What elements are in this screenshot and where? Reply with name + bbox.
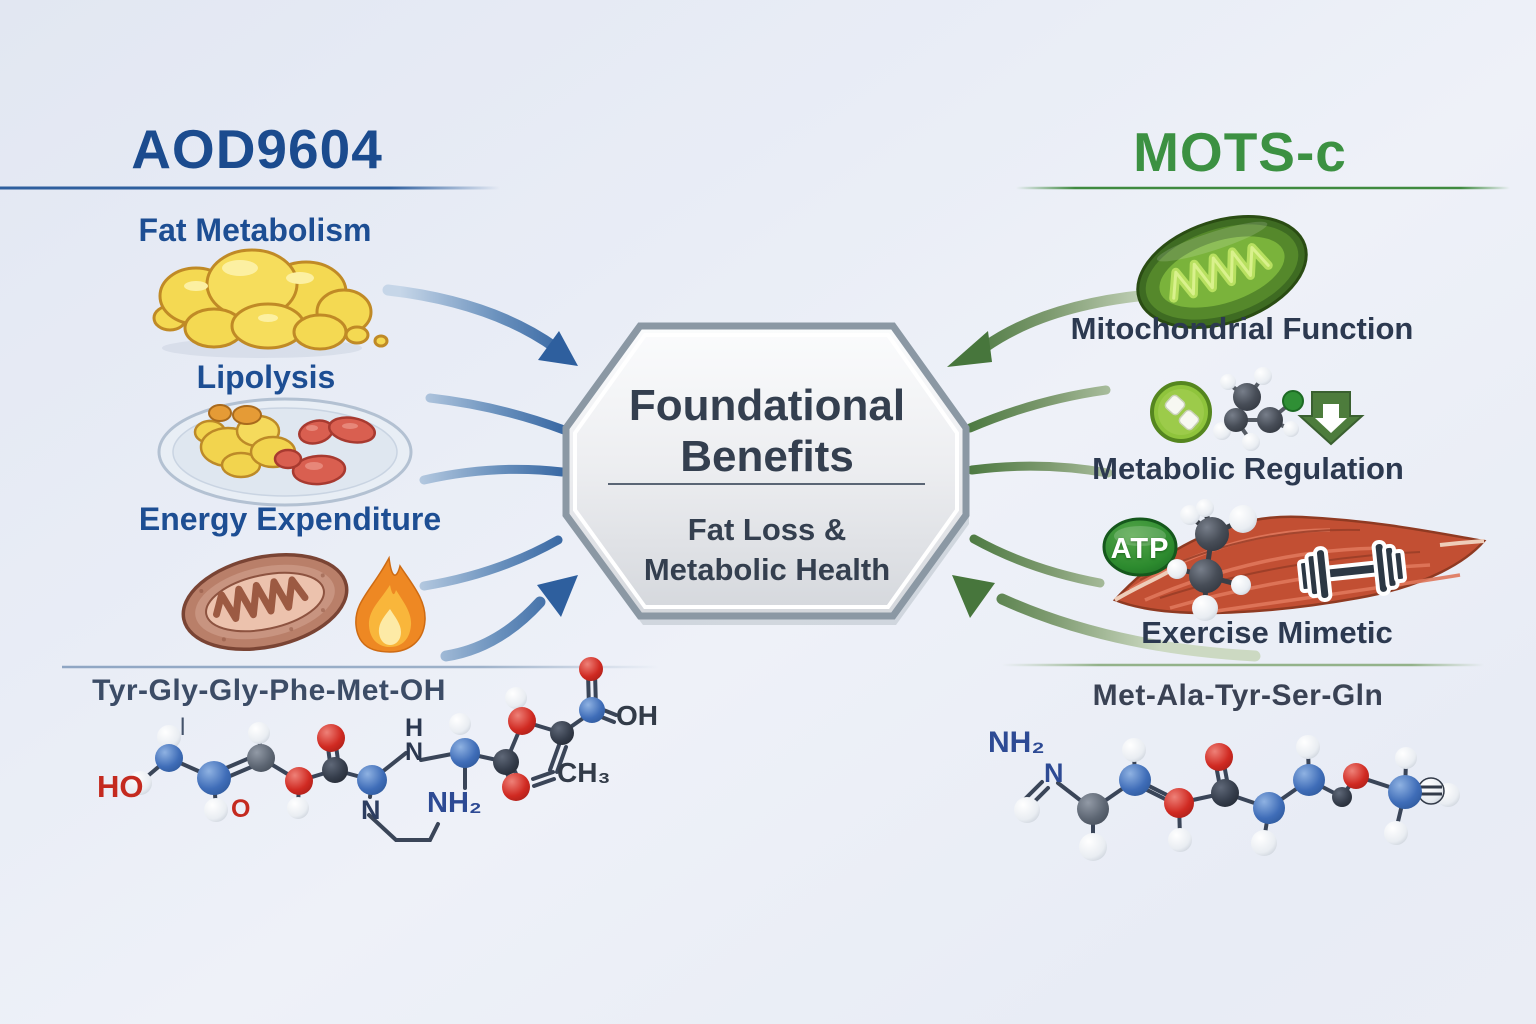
sugar-circle-icon [1150,381,1212,443]
benefit-mitochondrial-function: Mitochondrial Function [1070,311,1414,346]
chem-label-right-nh2: NH₂ [988,726,1045,759]
chem-label-stray: l [180,714,186,741]
benefit-fat-metabolism: Fat Metabolism [138,212,372,248]
glucose-molecule-icon [1213,367,1304,451]
benefit-lipolysis: Lipolysis [196,359,336,395]
left-panel-title: AOD9604 [131,118,383,180]
mots-c-molecule [1014,735,1460,861]
chem-label-oh: OH [616,700,658,731]
down-arrow-icon [1297,391,1365,446]
atp-badge-label: ATP [1110,533,1170,565]
center-subtitle-line2: Metabolic Health [643,552,891,588]
center-title-line2: Benefits [680,432,854,482]
lipolysis-plate-icon [157,397,413,507]
benefit-exercise-mimetic: Exercise Mimetic [1141,615,1393,650]
chem-label-n-lower: N [361,795,381,825]
chem-label-h-upper: H [405,714,424,742]
chem-label-nh2: NH₂ [427,787,482,819]
flame-icon [355,555,426,653]
left-peptide-sequence: Tyr-Gly-Gly-Phe-Met-OH [92,674,446,707]
benefit-energy-expenditure: Energy Expenditure [138,501,442,537]
atp-badge [1102,517,1178,577]
central-benefits-text: Foundational Benefits [566,380,968,482]
benefit-metabolic-regulation: Metabolic Regulation [1092,451,1404,486]
chem-label-ho: HO [97,769,144,804]
center-title-line1: Foundational [628,381,906,430]
right-panel-title: MOTS-c [1133,121,1347,183]
atp-molecule-icon [1167,499,1257,621]
central-octagon [562,322,970,625]
center-subtitle-line1: Fat Loss & [687,512,847,547]
aod9604-molecule [128,657,618,842]
central-subtitle-text: Fat Loss & Metabolic Health [566,507,968,587]
blue-arrows [382,284,578,662]
fat-cells-icon [152,248,389,358]
chem-label-right-n: N [1044,758,1064,788]
green-arrows [947,289,1261,662]
chem-label-n-upper: N [405,738,424,766]
dumbbell-icon [1297,539,1407,603]
chem-label-o: O [231,795,251,823]
chem-label-ch3: CH₃ [557,757,611,788]
green-mitochondria-icon [1136,215,1308,329]
right-peptide-sequence: Met-Ala-Tyr-Ser-Gln [1092,679,1384,712]
pink-mitochondria-icon [181,552,349,652]
